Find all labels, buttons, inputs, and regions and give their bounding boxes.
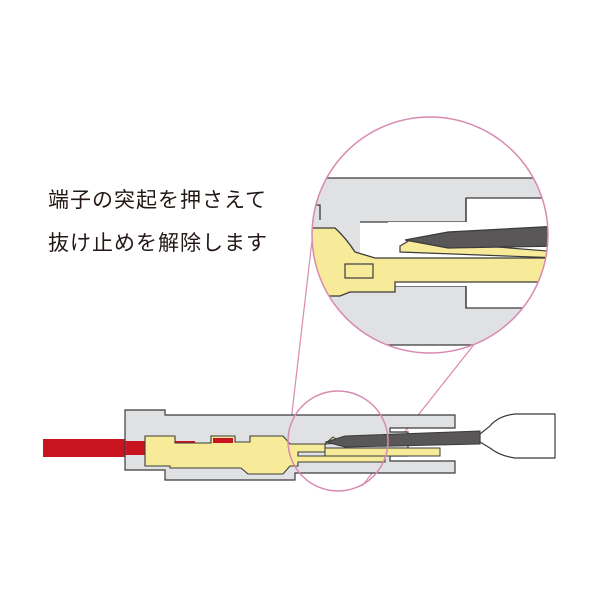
enlarged-slot-edge: [360, 198, 467, 308]
enlarged-view: [311, 116, 549, 354]
enlarged-terminal: [312, 227, 548, 297]
caption-line-1: 端子の突起を押さえて: [48, 188, 267, 212]
enlarged-screwdriver-tip: [404, 225, 548, 249]
caption-line-2: 抜け止めを解除します: [48, 231, 268, 255]
screwdriver: [324, 413, 556, 459]
connector-main: [43, 409, 456, 481]
enlarged-terminal-window: [344, 263, 374, 279]
screwdriver-handle: [479, 413, 556, 459]
screwdriver-icon: [324, 430, 481, 448]
terminal-tab: [324, 447, 441, 457]
terminal: [144, 435, 386, 475]
enlarged-circle-border: [311, 116, 549, 354]
wire-crimp-visible: [213, 438, 233, 443]
magnifier-small-circle: [287, 390, 389, 492]
